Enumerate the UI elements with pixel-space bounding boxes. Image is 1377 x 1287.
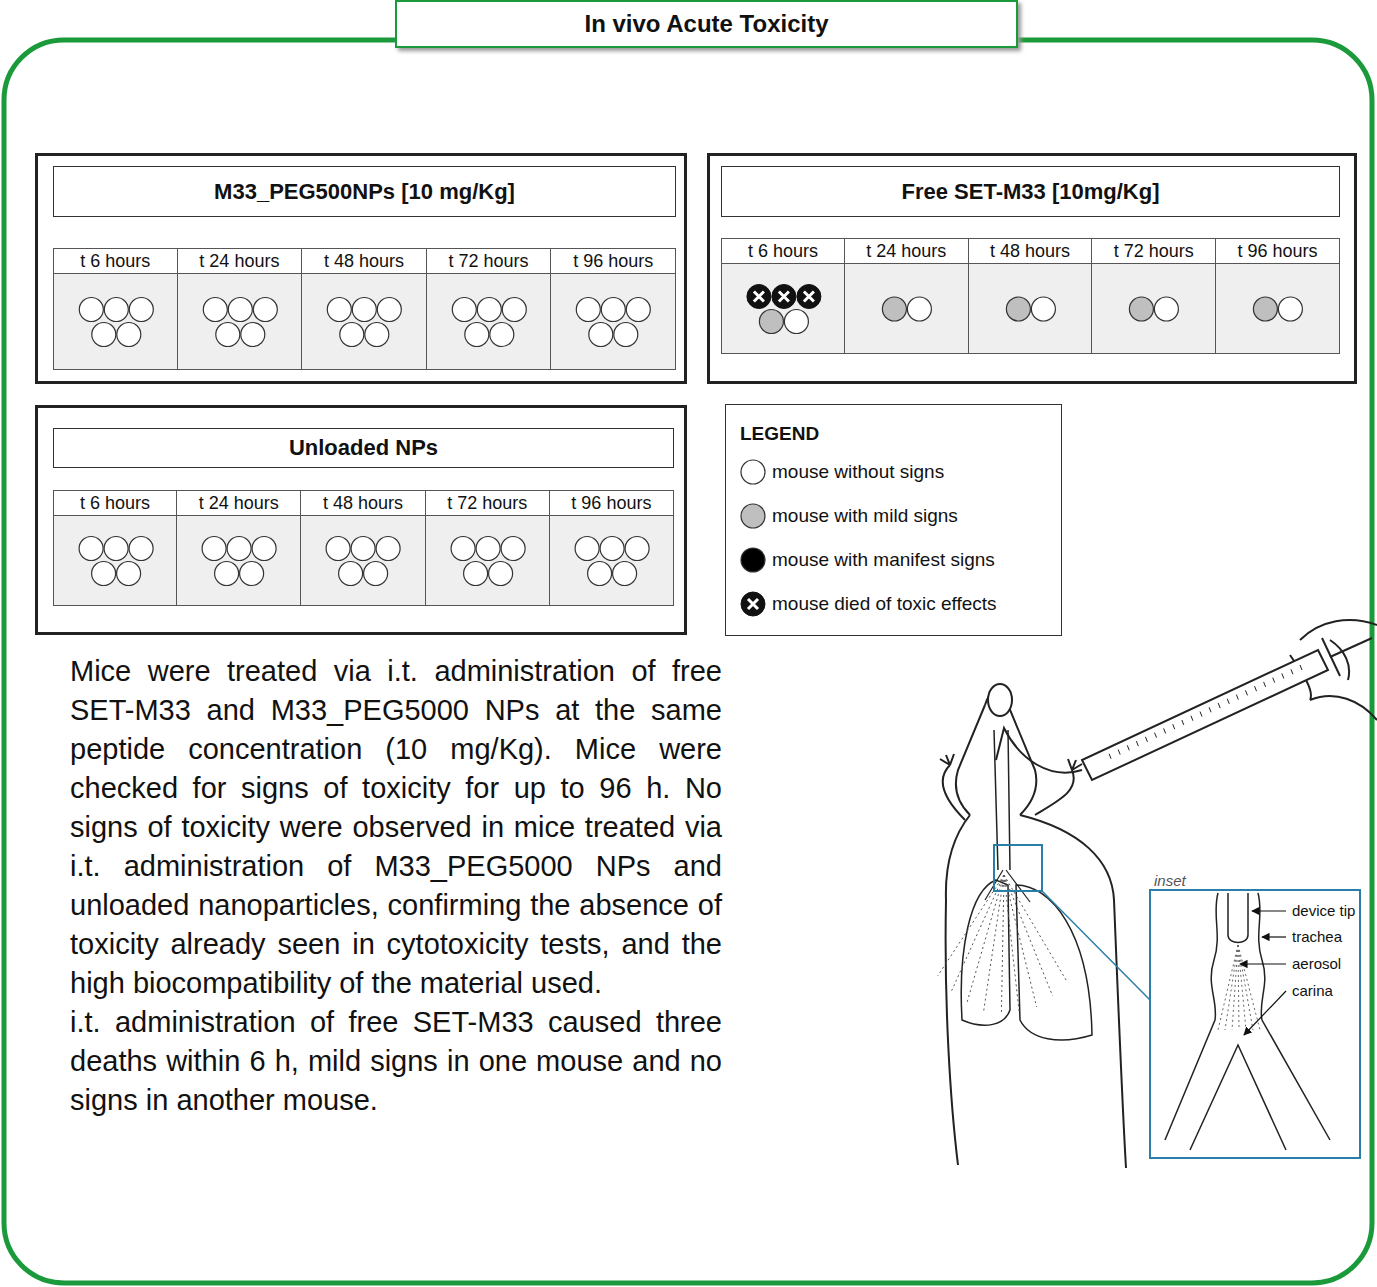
- time-cell: t 6 hours: [721, 238, 845, 354]
- time-cell: t 72 hours: [426, 248, 552, 370]
- panel-title: In vivo Acute Toxicity: [395, 0, 1018, 48]
- inset-leaders: [1240, 911, 1286, 1035]
- description-paragraph: Mice were treated via i.t. administratio…: [70, 652, 722, 1003]
- time-cell: t 24 hours: [176, 490, 301, 606]
- time-cell: t 96 hours: [549, 490, 674, 606]
- mouse-markers: [178, 274, 303, 370]
- time-cell: t 6 hours: [53, 248, 178, 370]
- mouse-markers: [845, 264, 969, 354]
- group-box: Free SET-M33 [10mg/Kg] t 6 hourst 24 hour…: [707, 153, 1357, 384]
- time-label: t 48 hours: [301, 491, 424, 516]
- mouse-markers: [551, 274, 676, 370]
- time-label: t 72 hours: [426, 491, 549, 516]
- legend-text: mouse without signs: [772, 461, 944, 483]
- legend-box: LEGEND mouse without signs mouse with mild…: [725, 404, 1062, 636]
- mouse-markers: [426, 516, 550, 606]
- mouse-markers: [54, 516, 178, 606]
- mouse-markers: [177, 516, 301, 606]
- time-cell: t 24 hours: [177, 248, 303, 370]
- time-cell: t 72 hours: [425, 490, 550, 606]
- group-heading: Free SET-M33 [10mg/Kg]: [721, 166, 1340, 217]
- time-cell: t 6 hours: [53, 490, 177, 606]
- legend-swatch: [738, 501, 768, 531]
- time-cell: t 96 hours: [550, 248, 676, 370]
- legend-text: mouse with manifest signs: [772, 549, 995, 571]
- time-cell: t 24 hours: [844, 238, 969, 354]
- group-box: M33_PEG500NPs [10 mg/Kg] t 6 hourst 24 ho…: [35, 153, 687, 384]
- inset-title: inset: [1152, 872, 1188, 889]
- mouse-markers: [302, 274, 427, 370]
- mouse-illustration: [938, 620, 1377, 1168]
- legend-swatch: [738, 545, 768, 575]
- inset-connector: [1042, 891, 1150, 1000]
- mouse-markers: [54, 274, 179, 370]
- time-label: t 24 hours: [177, 491, 300, 516]
- legend-text: mouse with mild signs: [772, 505, 958, 527]
- description-paragraph: i.t. administration of free SET-M33 caus…: [70, 1003, 722, 1120]
- time-label: t 72 hours: [1092, 239, 1215, 264]
- part-label: carina: [1290, 982, 1335, 999]
- mouse-markers: [1216, 264, 1340, 354]
- panel-border: [4, 40, 1372, 1283]
- time-label: t 96 hours: [550, 491, 673, 516]
- legend-row: mouse without signs: [738, 457, 944, 487]
- time-label: t 24 hours: [845, 239, 968, 264]
- time-label: t 72 hours: [427, 249, 551, 274]
- time-cell: t 48 hours: [300, 490, 425, 606]
- legend-text: mouse died of toxic effects: [772, 593, 997, 615]
- time-label: t 48 hours: [969, 239, 1092, 264]
- legend-swatch: [738, 589, 768, 619]
- legend-swatch-circle: [741, 548, 765, 572]
- time-label: t 6 hours: [54, 491, 176, 516]
- time-label: t 6 hours: [722, 239, 844, 264]
- mouse-markers: [1092, 264, 1216, 354]
- group-box: Unloaded NPs t 6 hourst 24 hourst 48 hour…: [35, 405, 687, 635]
- time-label: t 96 hours: [551, 249, 675, 274]
- time-cell: t 48 hours: [968, 238, 1093, 354]
- group-heading: M33_PEG500NPs [10 mg/Kg]: [53, 166, 676, 217]
- legend-row: mouse with mild signs: [738, 501, 958, 531]
- mouse-markers: [550, 516, 674, 606]
- legend-swatch: [738, 457, 768, 487]
- part-label: trachea: [1290, 928, 1344, 945]
- group-heading: Unloaded NPs: [53, 428, 674, 468]
- time-label: t 96 hours: [1216, 239, 1339, 264]
- mouse-markers: [301, 516, 425, 606]
- time-cell: t 96 hours: [1215, 238, 1340, 354]
- time-cell: t 48 hours: [301, 248, 427, 370]
- legend-swatch-circle: [741, 460, 765, 484]
- mouse-markers: [969, 264, 1093, 354]
- legend-swatch-circle: [741, 504, 765, 528]
- description: Mice were treated via i.t. administratio…: [70, 652, 722, 1120]
- mouse-markers: [722, 264, 846, 354]
- part-label: aerosol: [1290, 955, 1343, 972]
- time-label: t 24 hours: [178, 249, 302, 274]
- time-label: t 6 hours: [54, 249, 177, 274]
- time-cell: t 72 hours: [1091, 238, 1216, 354]
- mouse-markers: [427, 274, 552, 370]
- inset-marker: [994, 845, 1042, 891]
- legend-heading: LEGEND: [740, 423, 819, 445]
- time-label: t 48 hours: [302, 249, 426, 274]
- legend-row: mouse with manifest signs: [738, 545, 995, 575]
- inset-box: [1150, 890, 1360, 1158]
- part-label: device tip: [1290, 902, 1357, 919]
- legend-row: mouse died of toxic effects: [738, 589, 997, 619]
